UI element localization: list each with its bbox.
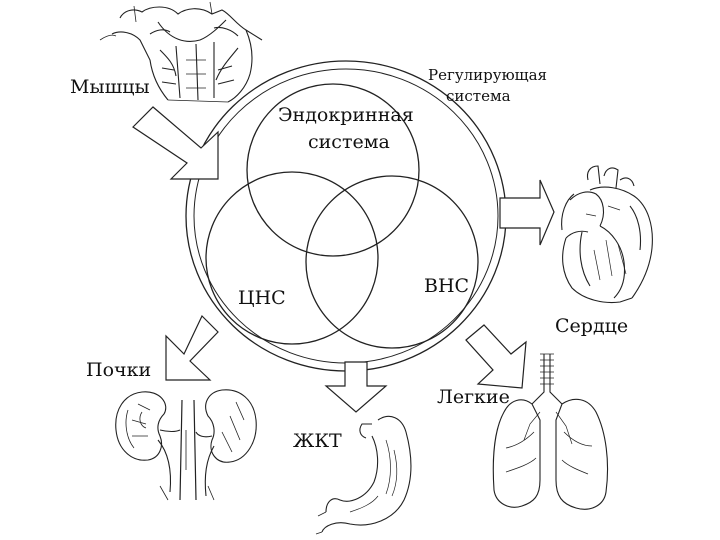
label-heart: Сердце: [555, 315, 628, 337]
label-endocrine-line1: Эндокринная: [278, 104, 414, 126]
ans-circle: [306, 176, 478, 348]
label-lungs: Легкие: [437, 386, 510, 408]
label-regulating-line2: система: [446, 87, 511, 105]
arrow-to-kidneys: [166, 316, 218, 380]
label-regulating-line1: Регулирующая: [428, 66, 547, 84]
cns-circle: [206, 172, 378, 344]
kidneys-icon: [116, 390, 256, 500]
label-endocrine-line2: система: [308, 131, 390, 153]
arrow-to-lungs: [466, 325, 526, 388]
label-gi: ЖКТ: [293, 430, 342, 452]
heart-icon: [562, 166, 653, 302]
arrow-to-heart: [500, 180, 554, 245]
label-ans: ВНС: [424, 275, 469, 297]
label-muscles: Мышцы: [70, 76, 150, 98]
arrow-to-gi: [326, 362, 386, 412]
label-kidneys: Почки: [86, 359, 151, 381]
label-cns: ЦНС: [238, 287, 286, 309]
